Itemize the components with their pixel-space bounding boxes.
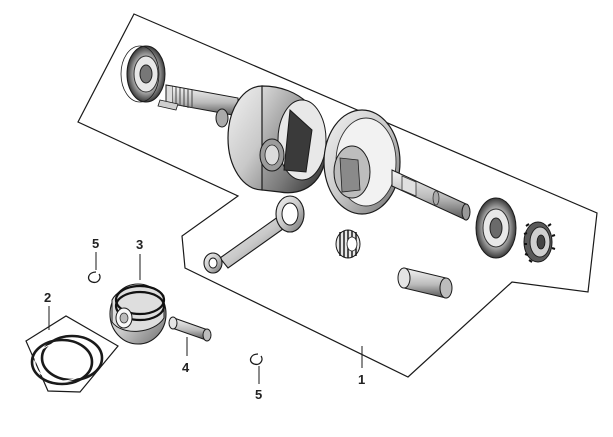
right-crank-web — [323, 109, 401, 215]
circlip-lower — [249, 353, 263, 366]
circlip-upper — [87, 271, 101, 284]
connecting-rod — [203, 195, 305, 274]
right-bearing — [475, 197, 517, 259]
right-shaft — [391, 169, 471, 221]
needle-bearing — [335, 229, 361, 259]
callout-3: 3 — [136, 237, 143, 252]
left-bearing — [120, 45, 166, 103]
left-crank-web — [227, 85, 327, 194]
callout-2: 2 — [44, 290, 51, 305]
callout-1: 1 — [358, 372, 365, 387]
callout-5-lower: 5 — [255, 387, 262, 402]
assembly-outline — [77, 13, 598, 378]
piston — [109, 283, 167, 345]
callout-4: 4 — [182, 360, 190, 375]
left-shaft — [157, 84, 239, 128]
timing-gear — [523, 221, 556, 263]
crank-pin — [397, 267, 453, 299]
piston-rings — [25, 315, 119, 393]
callout-5-upper: 5 — [92, 236, 99, 251]
piston-pin — [168, 316, 212, 342]
